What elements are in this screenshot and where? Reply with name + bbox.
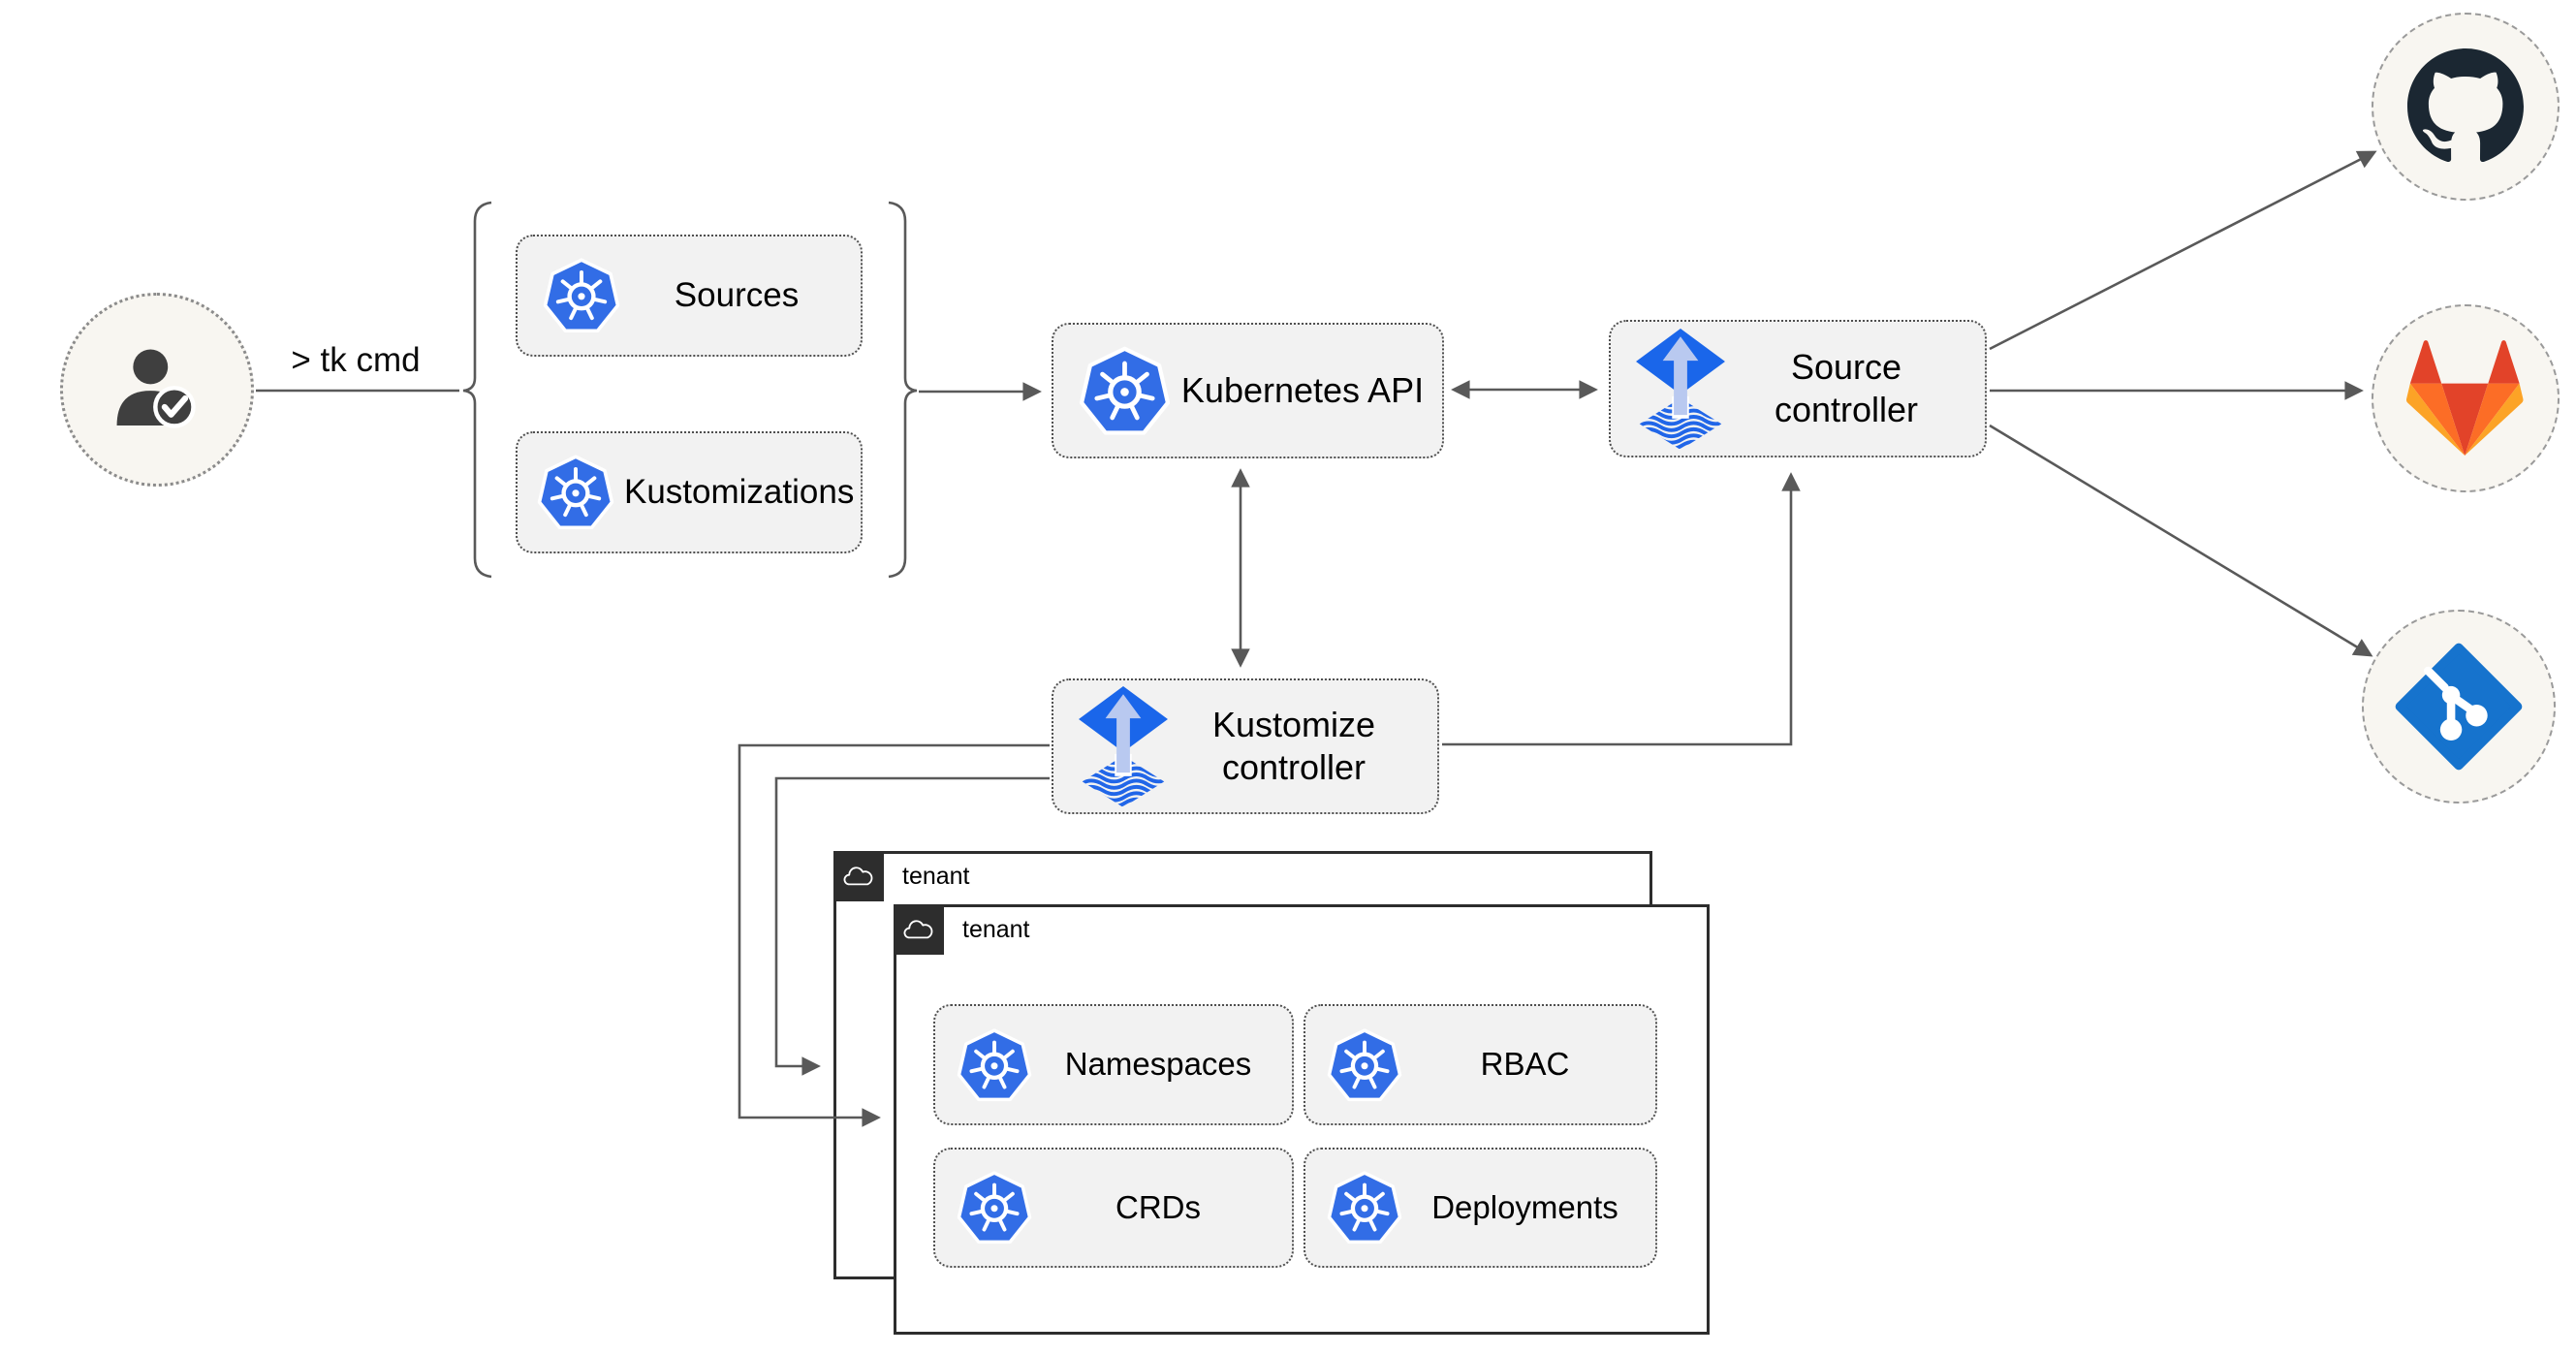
- kubernetes-api-node: Kubernetes API: [1052, 323, 1444, 458]
- deployments-node: Deployments: [1304, 1148, 1657, 1268]
- user-avatar: [60, 293, 254, 487]
- kubernetes-icon: [1327, 1027, 1402, 1103]
- connector-kustomize-to-source-controller: [1442, 472, 1801, 746]
- kubernetes-icon: [957, 1027, 1032, 1103]
- kustomizations-label: Kustomizations: [624, 472, 855, 511]
- kubernetes-icon: [1079, 345, 1171, 437]
- kubernetes-icon: [543, 257, 620, 334]
- tenant-tab: [894, 904, 944, 955]
- tenant-tab: [833, 851, 884, 901]
- namespaces-label: Namespaces: [1064, 1046, 1252, 1083]
- kustomizations-node: Kustomizations: [516, 431, 863, 553]
- kubernetes-api-label: Kubernetes API: [1180, 370, 1425, 411]
- tenant-front-panel: tenant Namespaces RBAC CRDs Deployments: [894, 904, 1710, 1335]
- crds-label: CRDs: [1115, 1188, 1201, 1225]
- git-icon: [2395, 643, 2523, 771]
- tenant-label: tenant: [962, 916, 1030, 943]
- source-controller-label: Source controller: [1774, 347, 1919, 429]
- github-icon: [2407, 48, 2524, 165]
- git-provider-circle: [2362, 610, 2556, 804]
- github-provider-circle: [2372, 13, 2560, 201]
- connector-source-to-git: [1989, 424, 2373, 657]
- kubernetes-icon: [957, 1170, 1032, 1245]
- user-with-checkmark-icon: [103, 335, 211, 444]
- kustomize-controller-node: Kustomize controller: [1052, 678, 1439, 814]
- cloud-icon: [842, 864, 875, 890]
- flux-icon: [1079, 686, 1168, 807]
- source-controller-node: Source controller: [1609, 320, 1987, 457]
- gitlab-icon: [2405, 338, 2526, 458]
- flux-icon: [1636, 329, 1725, 450]
- crd-group-bracket-left: [462, 201, 492, 579]
- deployments-label: Deployments: [1431, 1188, 1618, 1225]
- gitlab-provider-circle: [2372, 304, 2560, 492]
- kubernetes-icon: [1327, 1170, 1402, 1245]
- tenant-label: tenant: [902, 863, 970, 890]
- rbac-node: RBAC: [1304, 1004, 1657, 1125]
- kustomize-controller-label: Kustomize controller: [1211, 705, 1376, 787]
- crds-node: CRDs: [933, 1148, 1294, 1268]
- kubernetes-icon: [537, 454, 614, 531]
- cloud-icon: [902, 917, 935, 943]
- tk-cmd-label: > tk cmd: [291, 341, 421, 379]
- namespaces-node: Namespaces: [933, 1004, 1294, 1125]
- crd-group-bracket-right: [888, 201, 918, 579]
- sources-node: Sources: [516, 235, 863, 357]
- sources-label: Sources: [674, 275, 800, 314]
- connector-source-to-github: [1989, 150, 2377, 351]
- rbac-label: RBAC: [1480, 1046, 1570, 1083]
